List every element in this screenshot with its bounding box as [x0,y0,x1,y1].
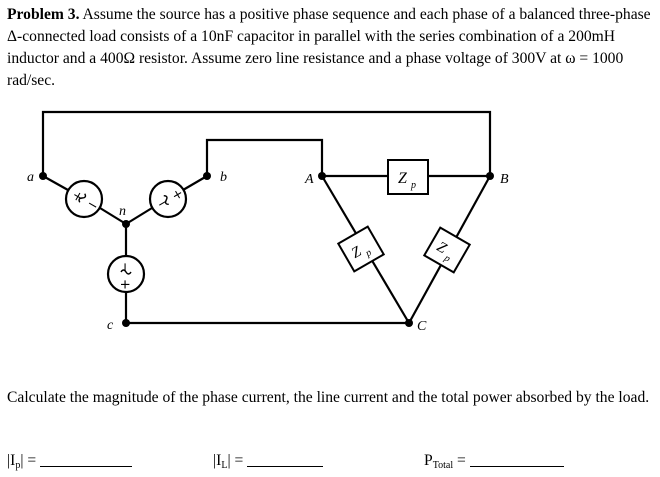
label-n: n [119,204,126,219]
problem-statement: Problem 3. Assume the source has a posit… [7,4,655,92]
svg-text:p: p [410,180,416,191]
node-C [405,319,413,327]
source-b: − + [148,179,188,219]
answer-phase-current: |Ip| = [7,452,133,471]
svg-text:Z: Z [398,170,408,187]
source-c-minus: − [117,262,132,273]
node-c [122,319,130,327]
line-current-blank[interactable] [247,466,324,467]
label-b: b [220,170,227,185]
wire-source-a-neutral [99,207,127,225]
impedance-AC: Z p [336,225,386,273]
node-a [39,172,47,180]
wire-a-to-B [41,110,492,176]
source-a: + − [64,179,104,219]
node-A [318,172,326,180]
wire-b-source [182,175,208,191]
svg-text:p: p [441,252,452,265]
problem-heading: Problem 3. [7,6,80,23]
problem-text: Assume the source has a positive phase s… [7,6,651,89]
phase-current-blank[interactable] [40,466,133,467]
wire-b-to-A [205,138,324,176]
label-C: C [417,319,427,334]
total-power-blank[interactable] [469,466,564,467]
source-c-plus: + [117,279,132,290]
question-text: Calculate the magnitude of the phase cur… [7,389,650,406]
answer-line-current: |IL| = [213,452,324,471]
node-b [203,172,211,180]
impedance-BC: Z p [422,226,472,274]
wire-a-source [42,175,69,191]
label-a: a [27,170,34,185]
impedance-AB: Z p [387,159,429,195]
wire-source-b-neutral [125,207,153,225]
node-B [486,172,494,180]
answer-row: |Ip| = |IL| = PTotal = [0,450,660,474]
node-n [122,220,130,228]
label-c: c [107,318,114,333]
source-c: − + [106,254,146,294]
answer-total-power: PTotal = [424,452,564,471]
label-B: B [500,172,509,187]
label-A: A [304,172,314,187]
svg-text:p: p [363,247,374,260]
